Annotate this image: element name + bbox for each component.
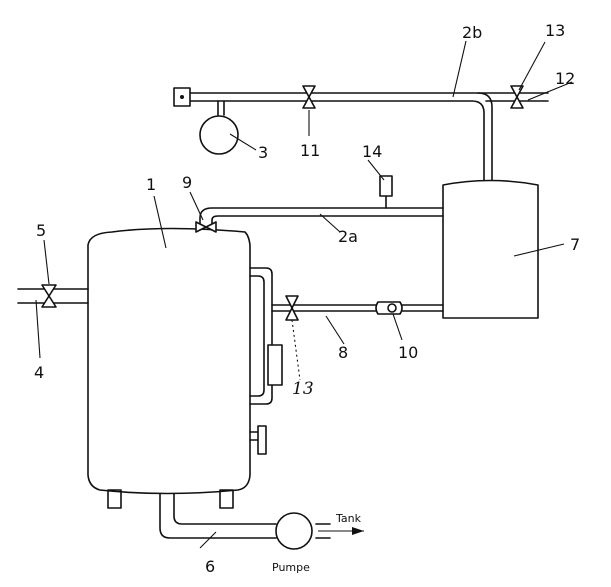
- valve-9: [195, 221, 217, 233]
- label-pumpe: Pumpe: [272, 561, 310, 574]
- label-4: 4: [34, 363, 44, 382]
- label-14: 14: [362, 142, 382, 161]
- line-2b: [189, 92, 549, 181]
- label-13-side: 13: [292, 379, 314, 399]
- side-fitting: [249, 425, 267, 455]
- end-cap: [173, 87, 191, 107]
- outlet-pipe-6: [159, 493, 331, 539]
- label-2b: 2b: [462, 23, 482, 42]
- line-2a: [199, 207, 444, 227]
- vessel-1: [87, 227, 251, 509]
- label-2a: 2a: [338, 227, 358, 246]
- label-12: 12: [555, 69, 575, 88]
- label-5: 5: [36, 221, 46, 240]
- labels: 1 2a 2b 3 4 5 6 7 8 9 10 11 12 13 13 14 …: [34, 21, 580, 576]
- side-loop: [249, 267, 283, 405]
- label-tank: Tank: [335, 512, 362, 525]
- tank-7: [442, 179, 539, 319]
- label-9: 9: [182, 173, 192, 192]
- valve-5: [41, 284, 57, 308]
- branch-to-3: [217, 100, 225, 116]
- label-7: 7: [570, 235, 580, 254]
- valve-11: [302, 85, 316, 109]
- label-11: 11: [300, 141, 320, 160]
- valve-line-8: [285, 295, 299, 321]
- label-13-top: 13: [545, 21, 565, 40]
- vessel-3: [199, 115, 239, 155]
- label-3: 3: [258, 143, 268, 162]
- valve-13-top: [510, 85, 524, 109]
- leader-lines: [35, 40, 573, 549]
- tank-arrow: [318, 527, 364, 535]
- line-8: [271, 304, 444, 312]
- leader-13-side: [291, 319, 301, 381]
- label-6: 6: [205, 557, 215, 576]
- element-10: [375, 301, 403, 315]
- sensor-14: [379, 175, 393, 209]
- label-8: 8: [338, 343, 348, 362]
- label-1: 1: [146, 175, 156, 194]
- label-10: 10: [398, 343, 418, 362]
- pump: [275, 512, 313, 550]
